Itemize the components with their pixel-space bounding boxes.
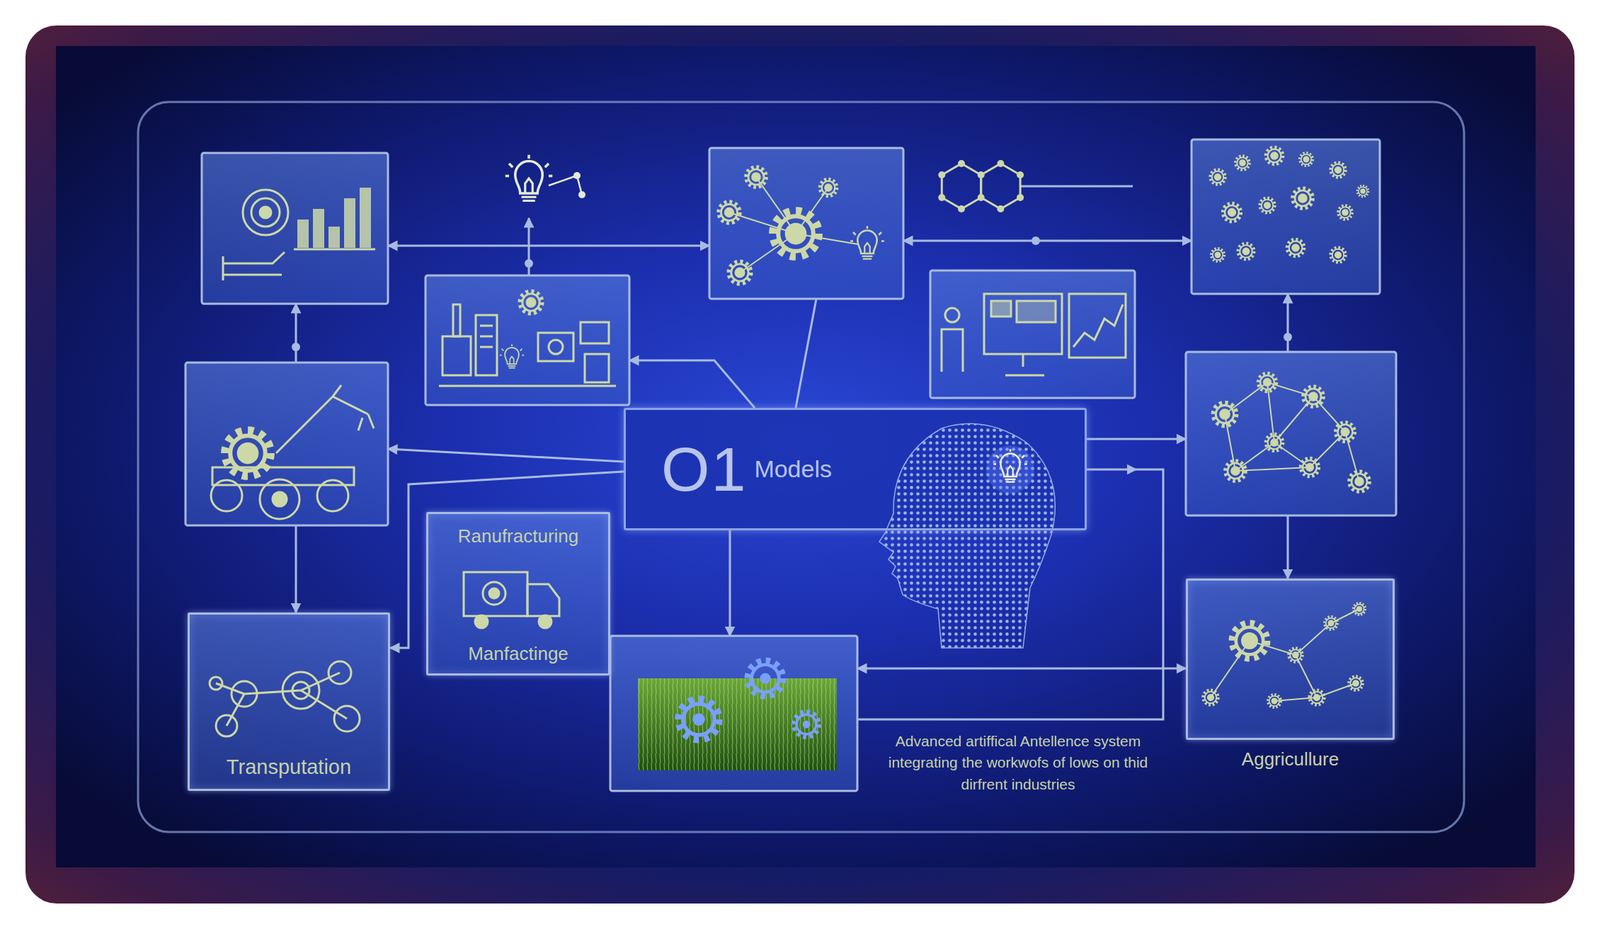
industry-box: Transputation — [187, 612, 391, 791]
icons — [209, 147, 1370, 737]
model-box: O1Models — [623, 407, 1087, 531]
head-illustration — [879, 423, 1055, 648]
node-title: Transputation — [226, 755, 352, 779]
outer-frame — [138, 101, 1465, 832]
connector-arrow — [390, 471, 624, 648]
node-fills — [187, 407, 1395, 791]
bulb-symbol — [505, 155, 586, 202]
node-subtitle: Models — [753, 455, 832, 483]
industry-box: RanufracturingManfactinge — [426, 511, 611, 676]
caption-text: Advanced artiffical Antellence system in… — [869, 730, 1167, 796]
molecule-symbol — [938, 160, 1024, 213]
industry-box: Aggricullure — [1185, 578, 1395, 771]
field-picture — [637, 660, 837, 771]
industry-box-frame — [1185, 578, 1395, 740]
screen-ground — [55, 46, 1536, 868]
wires — [295, 186, 1288, 720]
node-title: Ranufracturing — [458, 525, 580, 548]
screen-panel — [25, 25, 1575, 904]
node-title: Aggricullure — [1241, 748, 1339, 771]
node-title: O1 — [661, 433, 747, 506]
node-subtitle: Manfactinge — [467, 642, 569, 665]
box-fills — [185, 139, 1397, 791]
